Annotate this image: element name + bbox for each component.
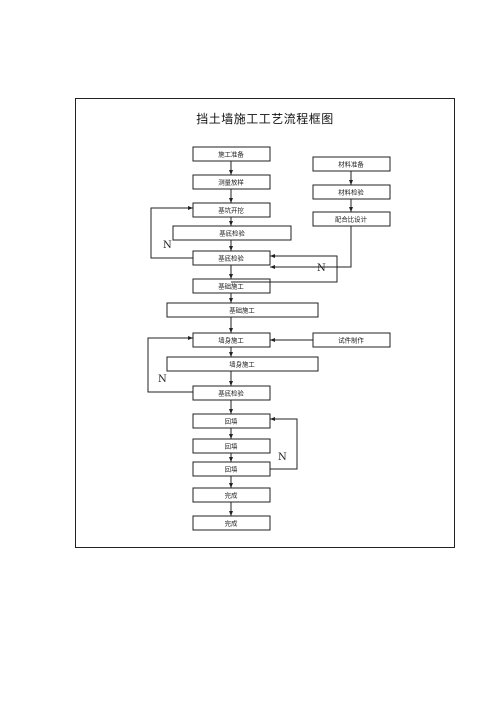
loop-label-1: N (163, 240, 172, 251)
step-box-4: 基底检验 (172, 225, 292, 241)
loop-2: N (231, 254, 338, 283)
loop-1: N (150, 206, 193, 259)
step-box-3: 基坑开挖 (192, 202, 271, 218)
step-box-7: 基础施工 (166, 302, 319, 318)
step-box-5: 基底检验 (192, 250, 271, 266)
step-box-15: 完成 (192, 515, 271, 531)
step-box-9: 墙身施工 (166, 356, 319, 372)
step-label-15: 完成 (225, 519, 238, 528)
side-box-1: 材料准备 (312, 156, 391, 172)
step-label-10: 基底检验 (218, 389, 244, 398)
step-label-8: 墙身施工 (218, 336, 244, 345)
step-label-12: 回填 (225, 442, 238, 451)
step-label-9: 墙身施工 (229, 360, 255, 369)
step-box-6: 基础施工 (192, 278, 271, 294)
diagram-title: 挡土墙施工工艺流程框图 (196, 112, 334, 126)
step-label-4: 基底检验 (219, 229, 245, 238)
step-label-11: 回填 (225, 417, 238, 426)
step-label-5: 基底检验 (218, 254, 244, 263)
side-box-4: 试件制作 (312, 332, 391, 348)
loop-label-3: N (158, 374, 167, 385)
step-box-12: 回填 (192, 438, 271, 454)
step-box-1: 施工准备 (192, 146, 271, 162)
loop-label-2: N (317, 263, 326, 274)
step-label-14: 完成 (225, 491, 238, 500)
step-box-11: 回填 (192, 413, 271, 429)
step-label-2: 测量放样 (218, 178, 244, 187)
diagram-frame (75, 98, 455, 548)
step-label-6: 基础施工 (218, 282, 244, 291)
step-box-8: 墙身施工 (192, 332, 271, 348)
side-box-3: 配合比设计 (312, 211, 391, 227)
step-label-7: 基础施工 (229, 306, 255, 315)
step-label-3: 基坑开挖 (218, 206, 244, 215)
loop-4: N (270, 417, 298, 470)
side-label-1: 材料准备 (338, 160, 364, 169)
step-label-13: 回填 (225, 465, 238, 474)
side-label-4: 试件制作 (338, 336, 364, 345)
side-box-2: 材料检验 (312, 184, 391, 200)
step-box-10: 基底检验 (192, 385, 271, 401)
side-flow-arrows (270, 171, 353, 342)
step-box-2: 测量放样 (192, 174, 271, 190)
step-label-1: 施工准备 (218, 150, 244, 159)
side-label-3: 配合比设计 (335, 215, 368, 224)
loop-3: N (147, 336, 193, 393)
step-box-14: 完成 (192, 487, 271, 503)
step-box-13: 回填 (192, 461, 271, 477)
loop-label-4: N (278, 452, 287, 463)
side-label-2: 材料检验 (338, 188, 364, 197)
